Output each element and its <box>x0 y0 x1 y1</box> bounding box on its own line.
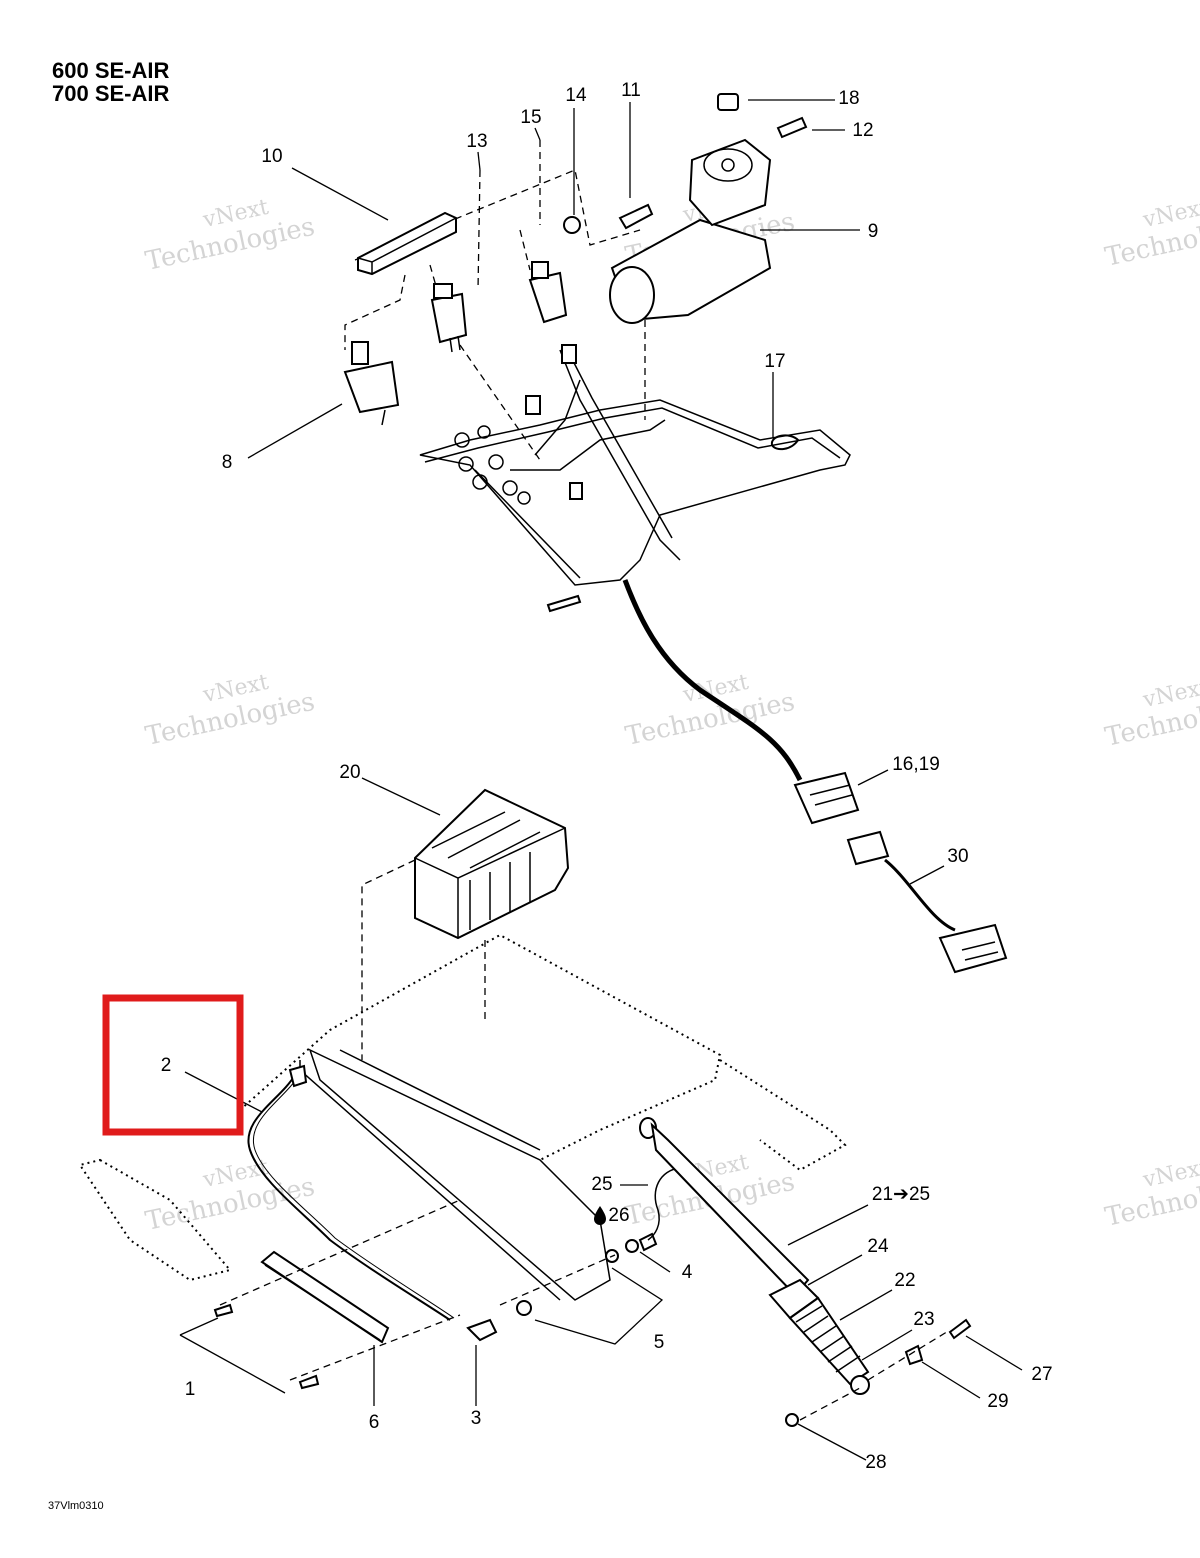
callout-17: 17 <box>764 351 785 372</box>
part-30-connector-b <box>938 923 1008 974</box>
tunnel-outline-right <box>719 1059 847 1172</box>
part-22-bellows <box>788 1296 870 1386</box>
callout-24: 24 <box>867 1236 889 1257</box>
watermark-1: vNext Technologies <box>143 195 318 277</box>
part-30-wire <box>884 858 956 932</box>
tunnel-outline <box>239 933 722 1161</box>
part-28-nut <box>785 1413 799 1427</box>
part-29-bushing <box>904 1344 924 1366</box>
callout-2: 2 <box>161 1055 172 1076</box>
alignment-line-13 <box>477 169 481 291</box>
part-11-fitting <box>618 203 654 230</box>
part-13-fitting <box>433 283 453 299</box>
drawing-code: 37Vlm0310 <box>48 1500 104 1512</box>
callout-8: 8 <box>222 452 233 473</box>
callout-labels: 1 2 3 4 5 6 8 9 10 11 12 13 14 15 16,19 … <box>161 80 1053 1473</box>
lower-assembly <box>78 788 972 1427</box>
part-25-tube <box>647 1167 681 1241</box>
part-12-fitting <box>776 116 808 139</box>
part-4-fitting <box>638 1232 658 1252</box>
part-2-air-line <box>247 1074 451 1321</box>
grease-drop-icon <box>594 1206 606 1225</box>
leader-lines <box>184 99 1023 1461</box>
watermark-3: vNext Technologies <box>143 670 318 752</box>
part-13-switch <box>430 292 468 344</box>
part-30-connector-a <box>846 830 890 866</box>
alignment-line-20a <box>361 859 416 1060</box>
callout-25: 25 <box>591 1174 612 1195</box>
part-15-fitting <box>531 261 549 279</box>
part-16-19-connector <box>793 771 860 825</box>
part-2-fitting <box>288 1064 308 1088</box>
callout-23: 23 <box>913 1309 934 1330</box>
part-1-bolt-a <box>213 1303 234 1318</box>
callout-27: 27 <box>1031 1364 1052 1385</box>
part-9-compressor-end <box>609 266 655 324</box>
callout-29: 29 <box>987 1391 1008 1412</box>
callout-1: 1 <box>185 1379 196 1400</box>
callout-5: 5 <box>654 1332 665 1353</box>
watermark-7: vNext Technologies <box>1102 195 1200 273</box>
harness-cable <box>622 579 803 782</box>
part-20-box <box>414 788 570 940</box>
callout-13: 13 <box>466 131 487 152</box>
highlight-box-part-2 <box>102 994 244 1136</box>
upper-assembly <box>343 93 1008 974</box>
model-title-600: 600 SE-AIR <box>52 58 170 83</box>
watermark-9: vNext Technologies <box>1102 1155 1200 1233</box>
callout-21-25: 21➔25 <box>872 1184 930 1205</box>
callout-10: 10 <box>261 146 282 167</box>
callout-9: 9 <box>868 221 879 242</box>
model-title-700: 700 SE-AIR <box>52 81 170 106</box>
part-1-bolt-b <box>298 1374 320 1390</box>
screw <box>546 594 582 613</box>
watermark-5: vNext Technologies <box>143 1155 318 1237</box>
part-27-bolt <box>948 1318 972 1340</box>
callout-12: 12 <box>852 120 873 141</box>
part-14-cap <box>563 216 581 234</box>
part-3-elbow <box>466 1318 498 1342</box>
alignment-line-top <box>354 169 641 261</box>
watermark-8: vNext Technologies <box>1102 675 1200 753</box>
part-5-washer-a <box>516 1300 532 1316</box>
part-9-compressor-head <box>688 138 772 227</box>
callout-18: 18 <box>838 88 859 109</box>
part-15-sensor <box>528 271 568 324</box>
callout-15: 15 <box>520 107 541 128</box>
callout-6: 6 <box>369 1412 380 1433</box>
callout-26: 26 <box>608 1205 629 1226</box>
bracket-1 <box>179 1317 286 1394</box>
part-4-nut <box>625 1239 639 1253</box>
callout-22: 22 <box>894 1270 915 1291</box>
tubing-network <box>419 399 851 586</box>
alignment-line-15b <box>519 229 531 271</box>
callout-20: 20 <box>339 762 360 783</box>
callout-30: 30 <box>947 846 968 867</box>
callout-16-19: 16,19 <box>892 754 940 775</box>
connector-c <box>569 482 583 500</box>
part-8-valve <box>343 360 400 414</box>
bracket-5 <box>534 1267 664 1345</box>
part-21-25-shock <box>639 1117 870 1395</box>
alignment-line-8 <box>344 274 406 350</box>
callout-14: 14 <box>565 85 587 106</box>
part-6-rail <box>260 1250 390 1344</box>
part-18-plug <box>717 93 739 111</box>
part-23-eye <box>850 1375 870 1395</box>
callout-28: 28 <box>865 1452 886 1473</box>
callout-3: 3 <box>471 1408 482 1429</box>
part-8-fitting <box>351 341 369 365</box>
frame-plate <box>308 1048 611 1301</box>
callout-4: 4 <box>682 1262 693 1283</box>
connector-a <box>561 344 577 364</box>
callout-11: 11 <box>621 80 641 101</box>
connector-b <box>525 395 541 415</box>
